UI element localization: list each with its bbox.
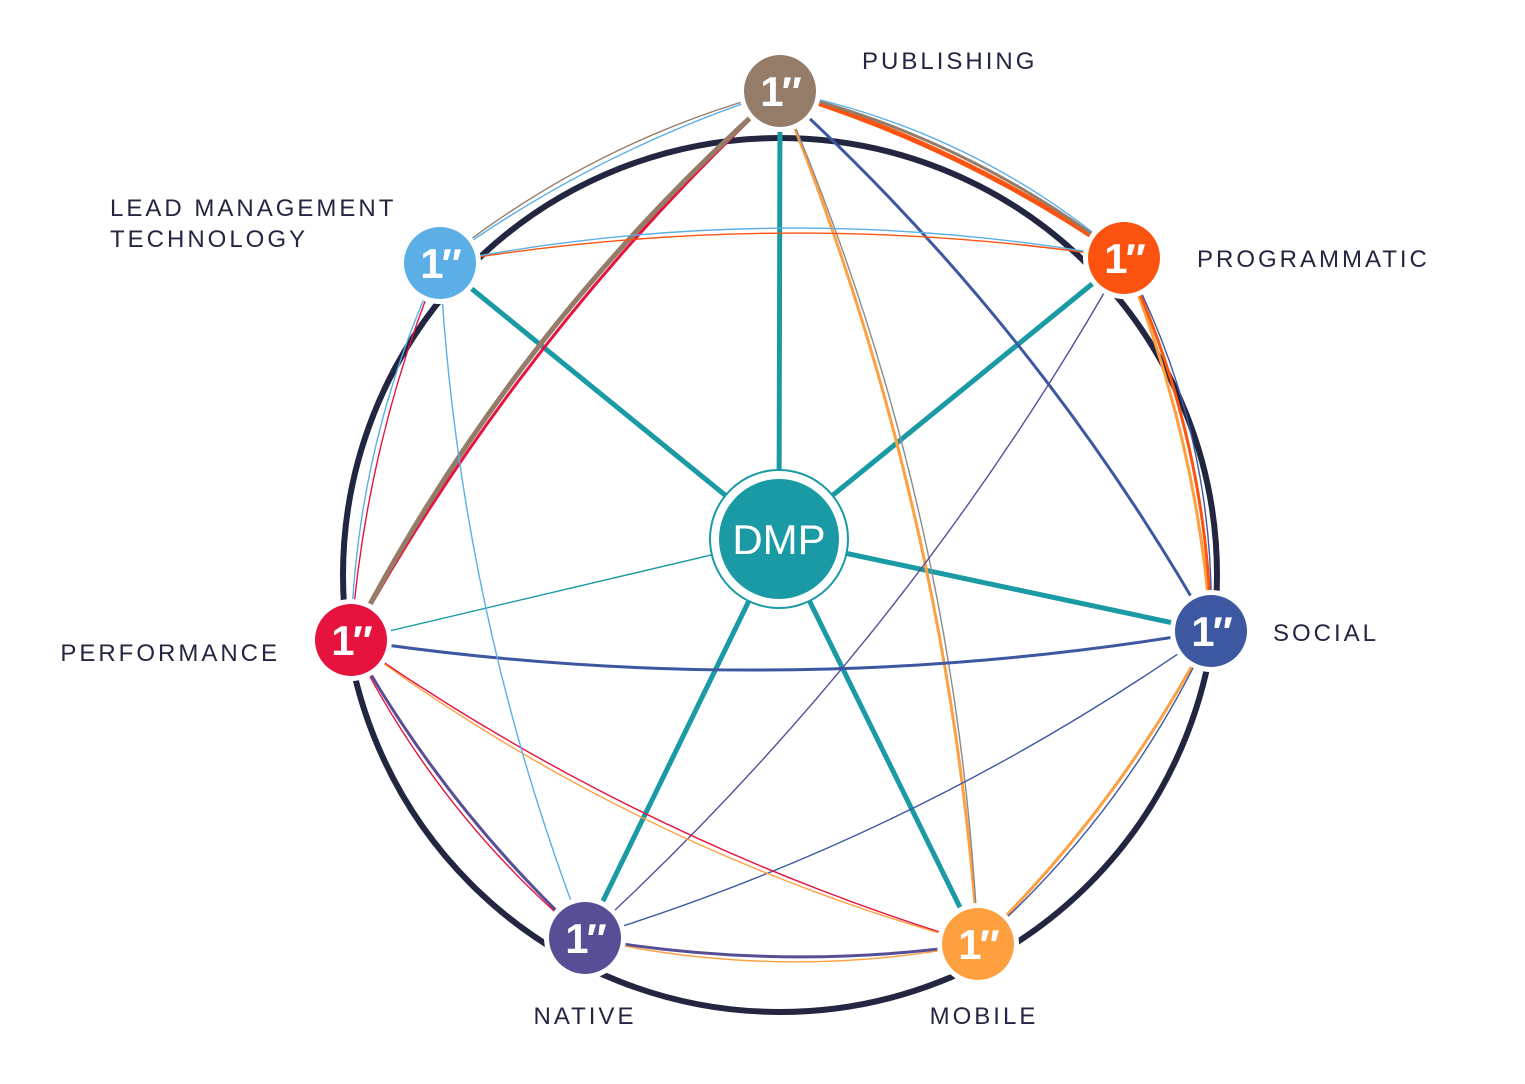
link-publishing-programmatic [778, 89, 1126, 260]
link-publishing-performance [348, 88, 783, 643]
link-social-native [584, 630, 1212, 939]
node-performance[interactable]: 1″ [310, 599, 392, 681]
link-programmatic-lead [439, 232, 1125, 264]
node-programmatic[interactable]: 1″ [1083, 217, 1165, 299]
node-programmatic-logo-icon: 1″ [1104, 235, 1145, 282]
channel-nodes: 1″ 1″ 1″ 1″ 1″ 1″ 1″ [310, 50, 1252, 985]
node-performance-logo-icon: 1″ [331, 617, 372, 664]
label-lead-line-2: TECHNOLOGY [110, 226, 308, 253]
node-performance-circle[interactable] [315, 604, 387, 676]
link-programmatic-social [1122, 256, 1213, 633]
link-mobile-native [584, 937, 979, 963]
link-programmatic-lead [439, 227, 1125, 264]
node-native-logo-icon: 1″ [565, 915, 606, 962]
link-native-performance [350, 639, 586, 939]
link-native-lead [439, 262, 586, 939]
link-programmatic-social [1123, 257, 1213, 632]
node-lead[interactable]: 1″ [399, 222, 481, 304]
link-mobile-performance [350, 639, 979, 945]
link-publishing-mobile [778, 89, 980, 946]
node-mobile-circle[interactable] [942, 908, 1014, 980]
node-lead-circle[interactable] [404, 227, 476, 299]
node-publishing-circle[interactable] [744, 55, 816, 127]
node-native-circle[interactable] [549, 902, 621, 974]
link-social-mobile [977, 630, 1212, 945]
link-publishing-lead [439, 90, 781, 264]
link-native-performance [349, 638, 587, 940]
label-programmatic: PROGRAMMATIC [1197, 246, 1430, 273]
node-social[interactable]: 1″ [1170, 590, 1252, 672]
link-publishing-programmatic [777, 88, 1127, 261]
node-mobile[interactable]: 1″ [937, 903, 1019, 985]
label-publishing: PUBLISHING [862, 48, 1037, 75]
node-publishing[interactable]: 1″ [739, 50, 821, 132]
node-lead-logo-icon: 1″ [420, 240, 461, 287]
connection-lines [348, 88, 1214, 963]
link-publishing-social [778, 89, 1213, 633]
link-social-performance [349, 629, 1213, 672]
label-performance: PERFORMANCE [60, 640, 280, 667]
link-programmatic-native [584, 257, 1125, 939]
link-performance-lead [350, 262, 441, 641]
node-native[interactable]: 1″ [544, 897, 626, 979]
node-social-circle[interactable] [1175, 595, 1247, 667]
link-mobile-native [583, 936, 980, 959]
node-publishing-logo-icon: 1″ [760, 68, 801, 115]
channel-labels: PUBLISHING PROGRAMMATIC SOCIAL MOBILE NATIVE… [60, 48, 1430, 1030]
dmp-hub-label: DMP [732, 516, 825, 563]
dmp-hub-circle[interactable] [719, 479, 839, 599]
label-mobile: MOBILE [930, 1003, 1039, 1030]
label-social: SOCIAL [1273, 620, 1379, 647]
link-publishing-lead [439, 90, 781, 264]
link-mobile-performance [350, 639, 979, 945]
link-social-mobile [976, 629, 1213, 946]
link-publishing-programmatic [779, 90, 1125, 259]
node-programmatic-circle[interactable] [1088, 222, 1160, 294]
label-lead-line-1: LEAD MANAGEMENT [110, 195, 396, 222]
label-native: NATIVE [534, 1003, 637, 1030]
node-social-logo-icon: 1″ [1191, 608, 1232, 655]
node-mobile-logo-icon: 1″ [958, 921, 999, 968]
link-performance-lead [350, 262, 441, 641]
link-programmatic-social [1122, 256, 1213, 633]
link-publishing-mobile [779, 90, 979, 945]
dmp-hub[interactable]: DMP [709, 469, 849, 609]
